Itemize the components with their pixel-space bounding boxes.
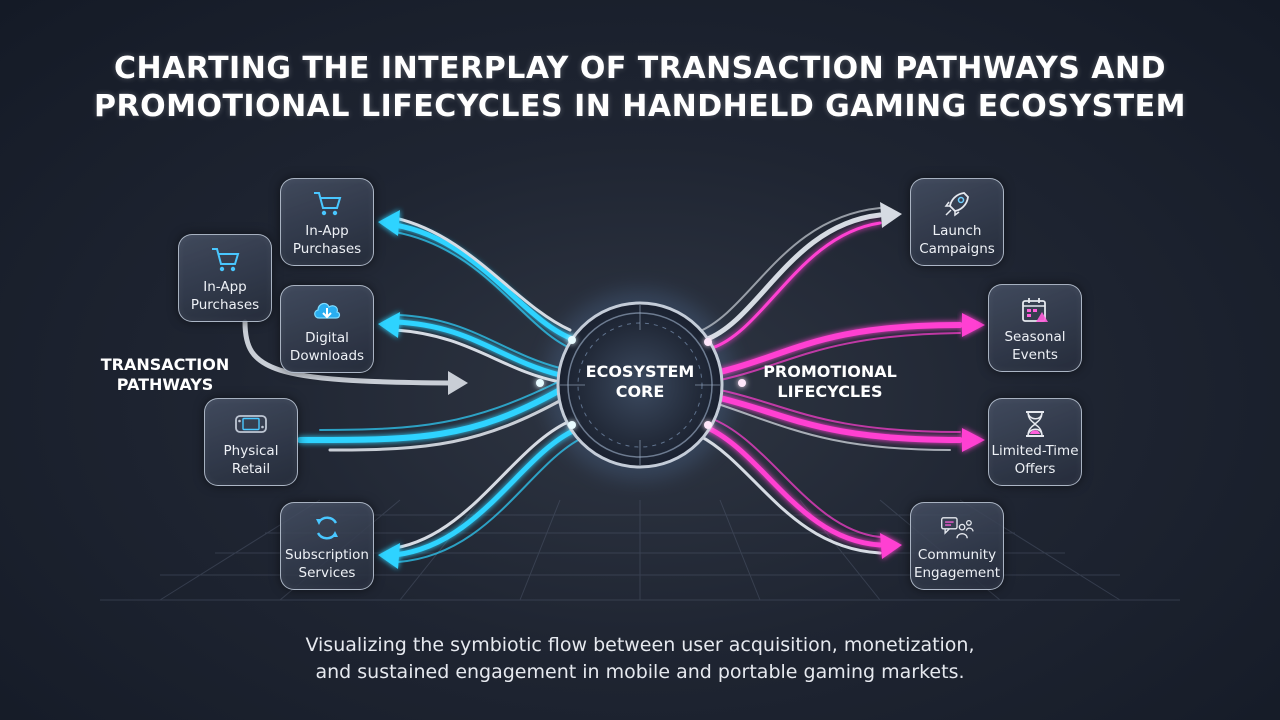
community-chat-icon xyxy=(940,511,974,545)
node-launch-campaigns: Launch Campaigns xyxy=(910,178,1004,266)
subtitle-line-2: and sustained engagement in mobile and p… xyxy=(315,661,965,683)
cloud-download-icon xyxy=(310,294,344,328)
node-in-app-purchases-top: In-App Purchases xyxy=(280,178,374,266)
node-digital-downloads: Digital Downloads xyxy=(280,285,374,373)
transaction-pathways-label: TRANSACTION PATHWAYS xyxy=(100,355,230,394)
node-community-engagement: Community Engagement xyxy=(910,502,1004,590)
page-title: CHARTING THE INTERPLAY OF TRANSACTION PA… xyxy=(0,50,1280,126)
arrowhead-into-core xyxy=(448,371,468,395)
arrowhead-in-app-purchases-top xyxy=(378,210,400,236)
arrowhead-launch-campaigns xyxy=(880,202,902,228)
node-seasonal-events: Seasonal Events xyxy=(988,284,1082,372)
node-physical-retail: Physical Retail xyxy=(204,398,298,486)
ecosystem-core xyxy=(556,301,724,469)
rocket-icon xyxy=(940,187,974,221)
core-label: ECOSYSTEM CORE xyxy=(585,362,695,401)
flow-from-in-app-purchases-lower xyxy=(242,319,453,386)
arrowhead-subscription-services xyxy=(378,543,400,569)
flow-to-in-app-purchases-top xyxy=(392,222,578,343)
flow-to-limited-time-offers xyxy=(717,395,963,443)
node-in-app-purchases-lower: In-App Purchases xyxy=(178,234,272,322)
arrowhead-digital-downloads xyxy=(378,312,400,338)
node-subscription-services: Subscription Services xyxy=(280,502,374,590)
shopping-cart-icon xyxy=(310,187,344,221)
hourglass-icon xyxy=(1018,407,1052,441)
core-connection-points xyxy=(536,336,746,429)
flow-to-subscription-services xyxy=(392,427,578,558)
handheld-console-icon xyxy=(234,407,268,441)
flow-to-community-engagement xyxy=(705,425,883,548)
grid-floor xyxy=(100,499,1180,601)
promotional-flows xyxy=(697,202,985,559)
transaction-flows xyxy=(242,210,583,569)
page-subtitle: Visualizing the symbiotic flow between u… xyxy=(0,632,1280,686)
flow-to-digital-downloads xyxy=(392,319,563,378)
arrowhead-seasonal-events xyxy=(962,313,985,337)
subtitle-line-1: Visualizing the symbiotic flow between u… xyxy=(305,634,975,656)
shopping-cart-icon xyxy=(208,243,242,277)
flow-physical-retail xyxy=(297,387,563,443)
flow-to-launch-campaigns xyxy=(702,212,883,343)
node-limited-time-offers: Limited-Time Offers xyxy=(988,398,1082,486)
flow-to-seasonal-events xyxy=(717,322,963,375)
title-line-1: CHARTING THE INTERPLAY OF TRANSACTION PA… xyxy=(114,51,1166,86)
title-line-2: PROMOTIONAL LIFECYCLES IN HANDHELD GAMIN… xyxy=(94,89,1186,124)
arrowhead-limited-time-offers xyxy=(962,428,985,452)
promotional-lifecycles-label: PROMOTIONAL LIFECYCLES xyxy=(763,362,897,401)
calendar-icon xyxy=(1018,293,1052,327)
arrowhead-community-engagement xyxy=(880,533,902,559)
refresh-cycle-icon xyxy=(310,511,344,545)
